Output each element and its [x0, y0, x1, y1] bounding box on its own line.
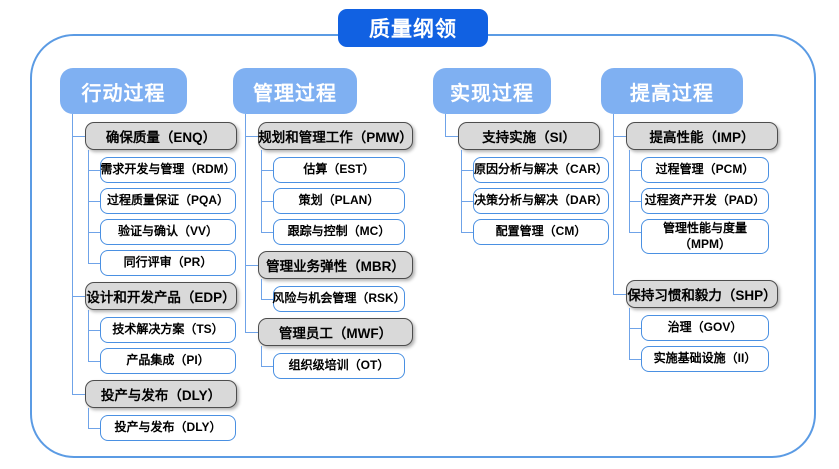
leaf-list: 治理（GOV） 实施基础设施（II）: [626, 308, 778, 373]
leaf-box-ot: 组织级培训（OT）: [273, 353, 405, 379]
section-si: 支持实施（SI） 原因分析与解决（CAR） 决策分析与解决（DAR） 配置管理（…: [445, 114, 609, 245]
section-list: 规划和管理工作（PMW） 估算（EST） 策划（PLAN） 跟踪与控制（MC） …: [233, 114, 413, 379]
leaf-vv: 验证与确认（VV）: [88, 212, 237, 245]
leaf-ts: 技术解决方案（TS）: [88, 310, 237, 343]
section-mbr: 管理业务弹性（MBR） 风险与机会管理（RSK）: [245, 243, 413, 312]
leaf-dly-child: 投产与发布（DLY）: [88, 408, 237, 441]
leaf-list: 原因分析与解决（CAR） 决策分析与解决（DAR） 配置管理（CM）: [458, 150, 609, 245]
leaf-plan: 策划（PLAN）: [261, 181, 413, 214]
leaf-rsk: 风险与机会管理（RSK）: [261, 279, 413, 312]
leaf-box-mpm: 管理性能与度量（MPM）: [641, 219, 769, 255]
section-box-edp: 设计和开发产品（EDP）: [85, 282, 237, 310]
leaf-est: 估算（EST）: [261, 150, 413, 183]
leaf-gov: 治理（GOV）: [629, 308, 778, 342]
leaf-pr: 同行评审（PR）: [88, 243, 237, 276]
leaf-box-vv: 验证与确认（VV）: [100, 219, 236, 245]
leaf-car: 原因分析与解决（CAR）: [461, 150, 609, 183]
section-dly: 投产与发布（DLY） 投产与发布（DLY）: [72, 372, 237, 441]
section-enq: 确保质量（ENQ） 需求开发与管理（RDM） 过程质量保证（PQA） 验证与确认…: [72, 114, 237, 276]
leaf-mc: 跟踪与控制（MC）: [261, 212, 413, 245]
leaf-ot: 组织级培训（OT）: [261, 346, 413, 379]
column-management-process: 管理过程 规划和管理工作（PMW） 估算（EST） 策划（PLAN） 跟踪与控制…: [233, 68, 413, 385]
leaf-box-pi: 产品集成（PI）: [100, 348, 236, 374]
section-box-si: 支持实施（SI）: [458, 122, 600, 150]
leaf-mpm: 管理性能与度量（MPM）: [629, 211, 778, 255]
leaf-box-plan: 策划（PLAN）: [273, 188, 405, 214]
leaf-pcm: 过程管理（PCM）: [629, 150, 778, 183]
leaf-box-dar: 决策分析与解决（DAR）: [473, 188, 609, 214]
leaf-dar: 决策分析与解决（DAR）: [461, 181, 609, 214]
leaf-list: 技术解决方案（TS） 产品集成（PI）: [85, 310, 237, 374]
leaf-cm: 配置管理（CM）: [461, 212, 609, 245]
column-header-management-process: 管理过程: [233, 68, 357, 114]
leaf-pad: 过程资产开发（PAD）: [629, 181, 778, 214]
column-action-process: 行动过程 确保质量（ENQ） 需求开发与管理（RDM） 过程质量保证（PQA） …: [60, 68, 237, 447]
section-pmw: 规划和管理工作（PMW） 估算（EST） 策划（PLAN） 跟踪与控制（MC）: [245, 114, 413, 245]
leaf-list: 估算（EST） 策划（PLAN） 跟踪与控制（MC）: [258, 150, 413, 245]
section-box-mwf: 管理员工（MWF）: [258, 318, 413, 346]
column-improvement-process: 提高过程 提高性能（IMP） 过程管理（PCM） 过程资产开发（PAD） 管理性…: [601, 68, 778, 378]
section-imp: 提高性能（IMP） 过程管理（PCM） 过程资产开发（PAD） 管理性能与度量（…: [613, 113, 778, 255]
section-box-mbr: 管理业务弹性（MBR）: [258, 251, 413, 279]
leaf-box-rsk: 风险与机会管理（RSK）: [272, 286, 406, 312]
leaf-box-gov: 治理（GOV）: [641, 315, 769, 342]
leaf-ii: 实施基础设施（II）: [629, 339, 778, 373]
leaf-box-pad: 过程资产开发（PAD）: [641, 188, 769, 214]
leaf-list: 投产与发布（DLY）: [85, 408, 237, 441]
leaf-box-cm: 配置管理（CM）: [473, 219, 609, 245]
leaf-list: 风险与机会管理（RSK）: [258, 279, 413, 312]
leaf-box-ts: 技术解决方案（TS）: [100, 317, 236, 343]
leaf-box-mc: 跟踪与控制（MC）: [273, 219, 405, 245]
leaf-box-pqa: 过程质量保证（PQA）: [100, 188, 236, 214]
leaf-box-ii: 实施基础设施（II）: [641, 346, 769, 373]
leaf-box-dly-child: 投产与发布（DLY）: [100, 415, 236, 441]
section-box-pmw: 规划和管理工作（PMW）: [258, 122, 413, 150]
leaf-box-pcm: 过程管理（PCM）: [641, 157, 769, 183]
diagram-title: 质量纲领: [338, 9, 488, 47]
leaf-box-rdm: 需求开发与管理（RDM）: [100, 157, 236, 183]
leaf-box-pr: 同行评审（PR）: [100, 250, 236, 276]
leaf-box-est: 估算（EST）: [273, 157, 405, 183]
section-list: 提高性能（IMP） 过程管理（PCM） 过程资产开发（PAD） 管理性能与度量（…: [601, 113, 778, 373]
leaf-pi: 产品集成（PI）: [88, 341, 237, 374]
section-edp: 设计和开发产品（EDP） 技术解决方案（TS） 产品集成（PI）: [72, 274, 237, 374]
leaf-list: 过程管理（PCM） 过程资产开发（PAD） 管理性能与度量（MPM）: [626, 150, 778, 255]
section-mwf: 管理员工（MWF） 组织级培训（OT）: [245, 310, 413, 379]
section-box-enq: 确保质量（ENQ）: [85, 122, 237, 150]
column-implementation-process: 实现过程 支持实施（SI） 原因分析与解决（CAR） 决策分析与解决（DAR） …: [433, 68, 609, 251]
column-header-action-process: 行动过程: [60, 68, 187, 114]
section-box-dly: 投产与发布（DLY）: [85, 380, 237, 408]
column-header-improvement-process: 提高过程: [601, 68, 743, 114]
section-box-imp: 提高性能（IMP）: [626, 122, 778, 150]
leaf-box-car: 原因分析与解决（CAR）: [473, 157, 609, 183]
leaf-rdm: 需求开发与管理（RDM）: [88, 150, 237, 183]
section-shp: 保持习惯和毅力（SHP） 治理（GOV） 实施基础设施（II）: [613, 252, 778, 373]
section-list: 支持实施（SI） 原因分析与解决（CAR） 决策分析与解决（DAR） 配置管理（…: [433, 114, 609, 245]
column-header-implementation-process: 实现过程: [433, 68, 551, 114]
leaf-list: 组织级培训（OT）: [258, 346, 413, 379]
leaf-pqa: 过程质量保证（PQA）: [88, 181, 237, 214]
leaf-list: 需求开发与管理（RDM） 过程质量保证（PQA） 验证与确认（VV） 同行评审（…: [85, 150, 237, 276]
section-box-shp: 保持习惯和毅力（SHP）: [626, 280, 778, 309]
section-list: 确保质量（ENQ） 需求开发与管理（RDM） 过程质量保证（PQA） 验证与确认…: [60, 114, 237, 441]
